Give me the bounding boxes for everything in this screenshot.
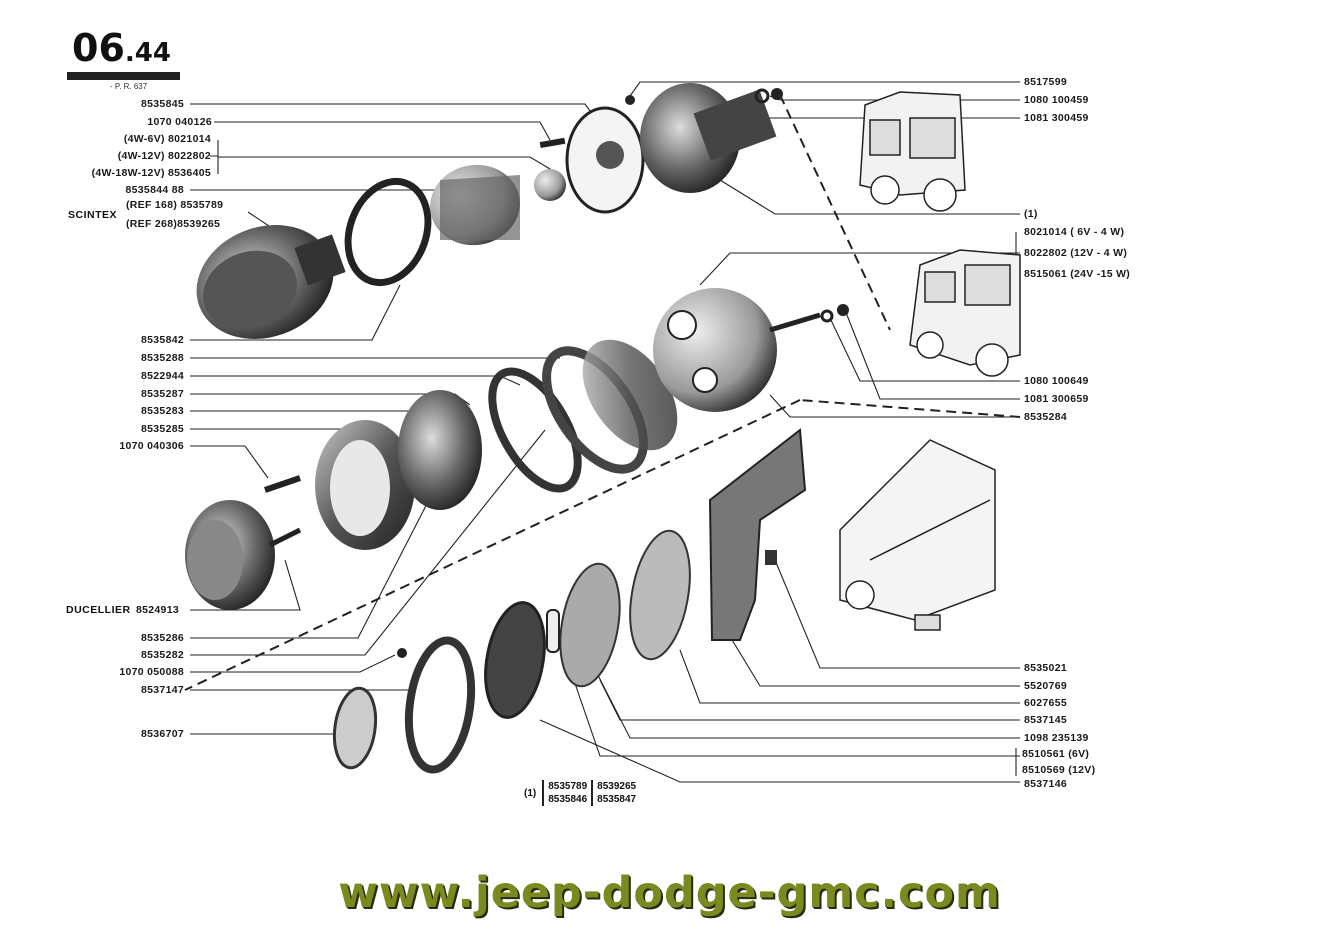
scintex-lamp-assembly	[196, 83, 783, 339]
leader-line	[769, 394, 1020, 418]
watermark-url: www.jeep-dodge-gmc.com	[338, 868, 1001, 918]
legend-cell: 8535847	[591, 793, 641, 806]
leader-line	[190, 410, 421, 421]
part-number-label: 8524913	[136, 604, 179, 616]
leader-line	[218, 156, 556, 173]
leader-line	[719, 619, 1020, 687]
part-number-label: 6027655	[1024, 697, 1067, 709]
part-number-label: (4W-12V) 8022802	[117, 150, 211, 162]
leader-line	[210, 140, 219, 174]
part-number-label: 8535283	[141, 405, 184, 417]
leader-line	[539, 719, 1020, 783]
legend-marker: (1)	[524, 787, 537, 799]
ducellier-lamp-assembly	[185, 288, 849, 610]
leader-line	[699, 252, 1020, 286]
part-number-label: 1070 040306	[119, 440, 184, 452]
part-number-label: 5520769	[1024, 680, 1067, 692]
part-number-label: 8535284	[1024, 411, 1067, 423]
part-number-label: 1081 300659	[1024, 393, 1089, 405]
legend-cell: 8535846	[542, 793, 593, 806]
leader-line	[190, 445, 269, 479]
legend-cell: 8539265	[591, 780, 641, 793]
truck-illustration-2	[909, 249, 1021, 377]
ducellier-brand-label: DUCELLIER	[66, 604, 131, 616]
part-number-label: 8022802 (12V - 4 W)	[1024, 247, 1128, 259]
part-number-label: 8535021	[1024, 662, 1067, 674]
header-bar	[67, 72, 180, 80]
part-number-label: 8535845	[141, 98, 184, 110]
part-number-label: (REF 168) 8535789	[126, 199, 224, 211]
part-number-label: (REF 268)8539265	[126, 218, 221, 230]
footnote-legend: (1) 8535789 8539265 8535846 8535847	[520, 780, 641, 806]
part-number-label: 8515061 (24V -15 W)	[1024, 268, 1131, 280]
leader-line	[559, 639, 1020, 757]
part-number-label: 8535842	[141, 334, 184, 346]
part-number-label: 1098 235139	[1024, 732, 1089, 744]
reference-code: - P. R. 637	[110, 82, 148, 91]
dashed-guide-line	[779, 94, 891, 331]
legend-cell: 8535789	[542, 780, 593, 793]
part-number-label: (4W-6V) 8021014	[123, 133, 211, 145]
scintex-brand-label: SCINTEX	[68, 209, 118, 221]
part-number-label: 8537145	[1024, 714, 1067, 726]
part-number-label: 8510561 (6V)	[1022, 748, 1090, 760]
leader-line	[719, 179, 1020, 215]
part-number-label: 8535844 88	[125, 184, 184, 196]
leader-line	[214, 121, 551, 141]
leader-line	[190, 559, 301, 611]
leader-line	[190, 429, 546, 656]
plate-lamp-assembly	[332, 428, 807, 774]
part-number-label: 8535285	[141, 423, 184, 435]
truck-illustration-1	[859, 91, 966, 212]
leader-line	[190, 428, 351, 441]
part-number-label: 8537146	[1024, 778, 1067, 790]
part-number-label: 8535286	[141, 632, 184, 644]
truck-illustration-3	[839, 439, 996, 631]
part-number-label: 8522944	[141, 370, 184, 382]
part-number-label: 1070 040126	[147, 116, 212, 128]
leader-line	[190, 375, 521, 386]
dashed-guide-line	[799, 399, 1021, 418]
dashed-guide-line	[184, 399, 801, 691]
part-number-label: 1081 300459	[1024, 112, 1089, 124]
leader-line	[774, 559, 1020, 669]
leader-line	[844, 309, 1020, 400]
footnote-marker: (1)	[1024, 208, 1038, 220]
leader-line	[679, 649, 1020, 704]
part-number-label: 8535282	[141, 649, 184, 661]
part-number-label: 8535287	[141, 388, 184, 400]
part-number-label: 1070 050088	[119, 666, 184, 678]
part-number-label: 8537147	[141, 684, 184, 696]
part-number-label: 1080 100649	[1024, 375, 1089, 387]
part-number-label: 8510569 (12V)	[1022, 764, 1096, 776]
leader-line	[190, 654, 396, 673]
part-number-label: (4W-18W-12V) 8536405	[91, 167, 211, 179]
leader-line	[629, 81, 1020, 97]
part-number-label: 8517599	[1024, 76, 1067, 88]
leader-line	[190, 284, 401, 341]
part-number-label: 8535288	[141, 352, 184, 364]
part-number-label: 8021014 ( 6V - 4 W)	[1024, 226, 1125, 238]
part-number-label: 8536707	[141, 728, 184, 740]
page-number: 06.44	[72, 26, 171, 70]
leader-line	[190, 103, 599, 123]
leader-line	[829, 317, 1020, 382]
part-number-label: 1080 100459	[1024, 94, 1089, 106]
